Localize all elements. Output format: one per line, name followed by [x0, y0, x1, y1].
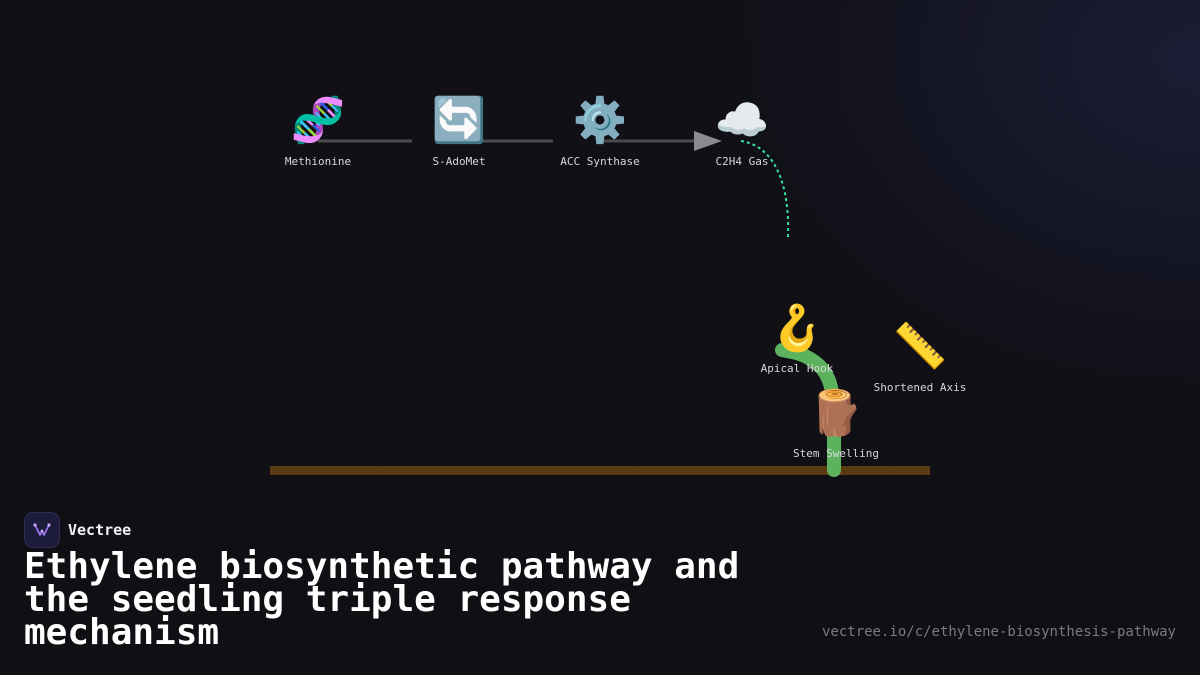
source-url[interactable]: vectree.io/c/ethylene-biosynthesis-pathw… [821, 624, 1176, 640]
vectree-logo-icon [24, 512, 60, 548]
brand: Vectree [24, 512, 131, 548]
node-label-acc-synthase: ACC Synthase [560, 155, 640, 168]
arrowhead-to-c2h4 [694, 131, 722, 151]
response-label-shortened-axis: Shortened Axis [873, 381, 967, 394]
brand-name: Vectree [68, 521, 132, 539]
seedling-stem [775, 343, 841, 477]
node-label-c2h4-gas: C2H4 Gas [715, 155, 769, 168]
wood-log-icon: 🪵 [808, 388, 864, 439]
dna-icon: 🧬 [290, 95, 346, 146]
cycle-arrows-icon: 🔄 [431, 95, 487, 146]
cloud-icon: ☁️ [714, 95, 770, 146]
page-title: Ethylene biosynthetic pathway and the se… [24, 546, 740, 653]
response-label-apical-hook: Apical Hook [760, 362, 834, 375]
ruler-icon: 📏 [892, 321, 948, 372]
soil-line [270, 466, 930, 475]
hook-icon: 🪝 [769, 303, 825, 354]
node-label-sadomet: S-AdoMet [432, 155, 486, 168]
gear-icon: ⚙️ [572, 95, 628, 146]
node-label-methionine: Methionine [284, 155, 352, 168]
response-label-stem-swelling: Stem Swelling [792, 447, 880, 460]
gas-flow-path [740, 140, 790, 238]
